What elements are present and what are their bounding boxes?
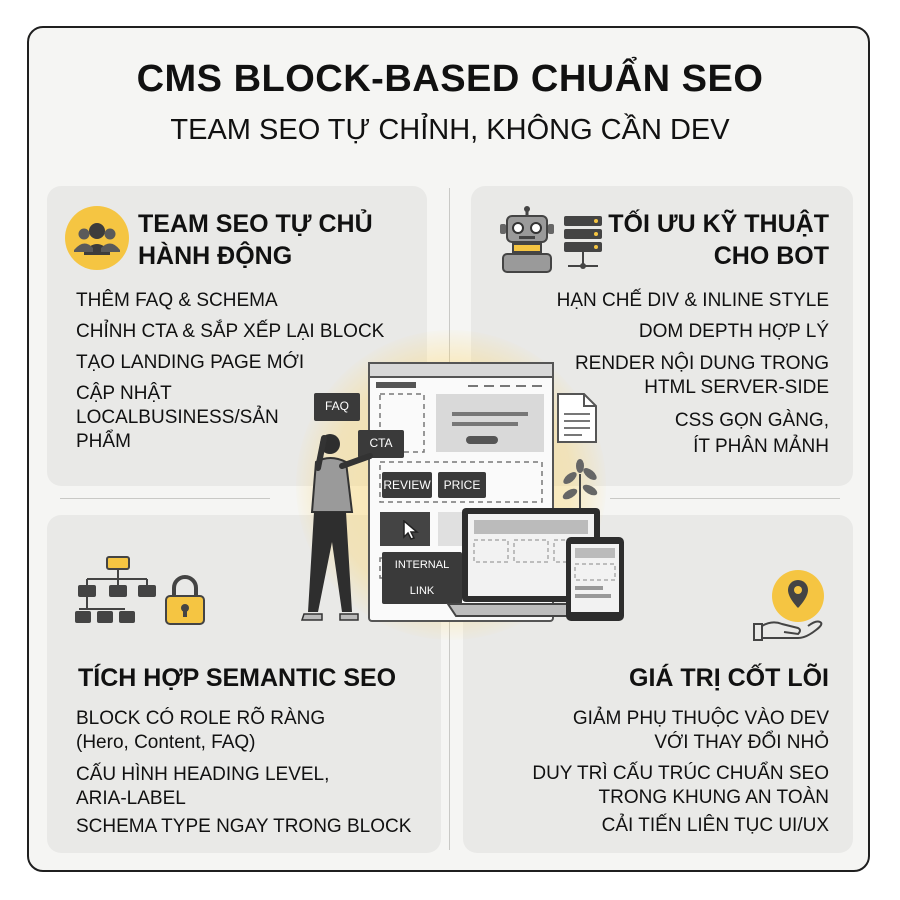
panel-tech-title-1: TỐI ƯU KỸ THUẬT bbox=[608, 210, 829, 238]
semantic-item: SCHEMA TYPE NGAY TRONG BLOCK bbox=[76, 816, 412, 837]
person-illustration bbox=[296, 432, 386, 637]
panel-team-title-1: TEAM SEO TỰ CHỦ bbox=[138, 210, 373, 238]
plant-icon bbox=[556, 458, 604, 519]
panel-core-title: GIÁ TRỊ CỐT LÕI bbox=[629, 664, 829, 692]
cursor-icon bbox=[403, 519, 420, 545]
divider-left bbox=[60, 498, 270, 499]
tag-cta: CTA bbox=[358, 430, 404, 458]
core-item: TRONG KHUNG AN TOÀN bbox=[598, 787, 830, 808]
sitemap-icon bbox=[75, 555, 159, 632]
divider-right bbox=[610, 498, 840, 499]
panel-semantic-title: TÍCH HỢP SEMANTIC SEO bbox=[78, 664, 397, 692]
robot-icon bbox=[497, 206, 557, 279]
team-item: CẬP NHẬT bbox=[76, 383, 172, 404]
tech-item: CSS GỌN GÀNG, bbox=[674, 410, 829, 431]
team-item: PHẨM bbox=[76, 431, 131, 452]
team-item: LOCALBUSINESS/SẢN bbox=[76, 407, 279, 428]
team-item: THÊM FAQ & SCHEMA bbox=[76, 290, 278, 311]
page-title: CMS BLOCK-BASED CHUẨN SEO bbox=[136, 58, 764, 100]
tablet-illustration bbox=[565, 536, 625, 627]
divider-bottom bbox=[449, 520, 450, 850]
tech-item: HẠN CHẾ DIV & INLINE STYLE bbox=[556, 290, 829, 311]
core-item: DUY TRÌ CẤU TRÚC CHUẨN SEO bbox=[532, 763, 829, 784]
tag-internal-link: INTERNAL LINK bbox=[382, 552, 462, 604]
tag-review: REVIEW bbox=[382, 472, 432, 498]
tech-item: DOM DEPTH HỢP LÝ bbox=[638, 321, 829, 342]
semantic-item: (Hero, Content, FAQ) bbox=[76, 732, 256, 753]
panel-tech-title-2: CHO BOT bbox=[713, 242, 829, 270]
core-item: VỚI THAY ĐỔI NHỎ bbox=[654, 732, 829, 753]
tag-faq: FAQ bbox=[314, 393, 360, 421]
document-icon bbox=[556, 392, 598, 449]
team-item: CHỈNH CTA & SẮP XẾP LẠI BLOCK bbox=[76, 321, 385, 342]
team-icon bbox=[64, 205, 130, 276]
core-item: CẢI TIẾN LIÊN TỤC UI/UX bbox=[601, 815, 829, 836]
panel-team-title-2: HÀNH ĐỘNG bbox=[138, 242, 293, 270]
lock-icon bbox=[163, 574, 207, 631]
semantic-item: BLOCK CÓ ROLE RÕ RÀNG bbox=[76, 708, 326, 729]
tech-item: RENDER NỘI DUNG TRONG bbox=[574, 353, 829, 374]
tech-item: ÍT PHÂN MẢNH bbox=[693, 436, 829, 457]
tech-item: HTML SERVER-SIDE bbox=[644, 377, 829, 398]
server-icon bbox=[562, 214, 604, 277]
semantic-item: CẤU HÌNH HEADING LEVEL, bbox=[76, 764, 330, 785]
location-hand-icon bbox=[752, 566, 832, 649]
semantic-item: ARIA-LABEL bbox=[76, 788, 186, 809]
core-item: GIẢM PHỤ THUỘC VÀO DEV bbox=[572, 708, 829, 729]
tag-price: PRICE bbox=[438, 472, 486, 498]
page-subtitle: TEAM SEO TỰ CHỈNH, KHÔNG CẦN DEV bbox=[170, 114, 730, 146]
team-item: TẠO LANDING PAGE MỚI bbox=[76, 352, 305, 373]
